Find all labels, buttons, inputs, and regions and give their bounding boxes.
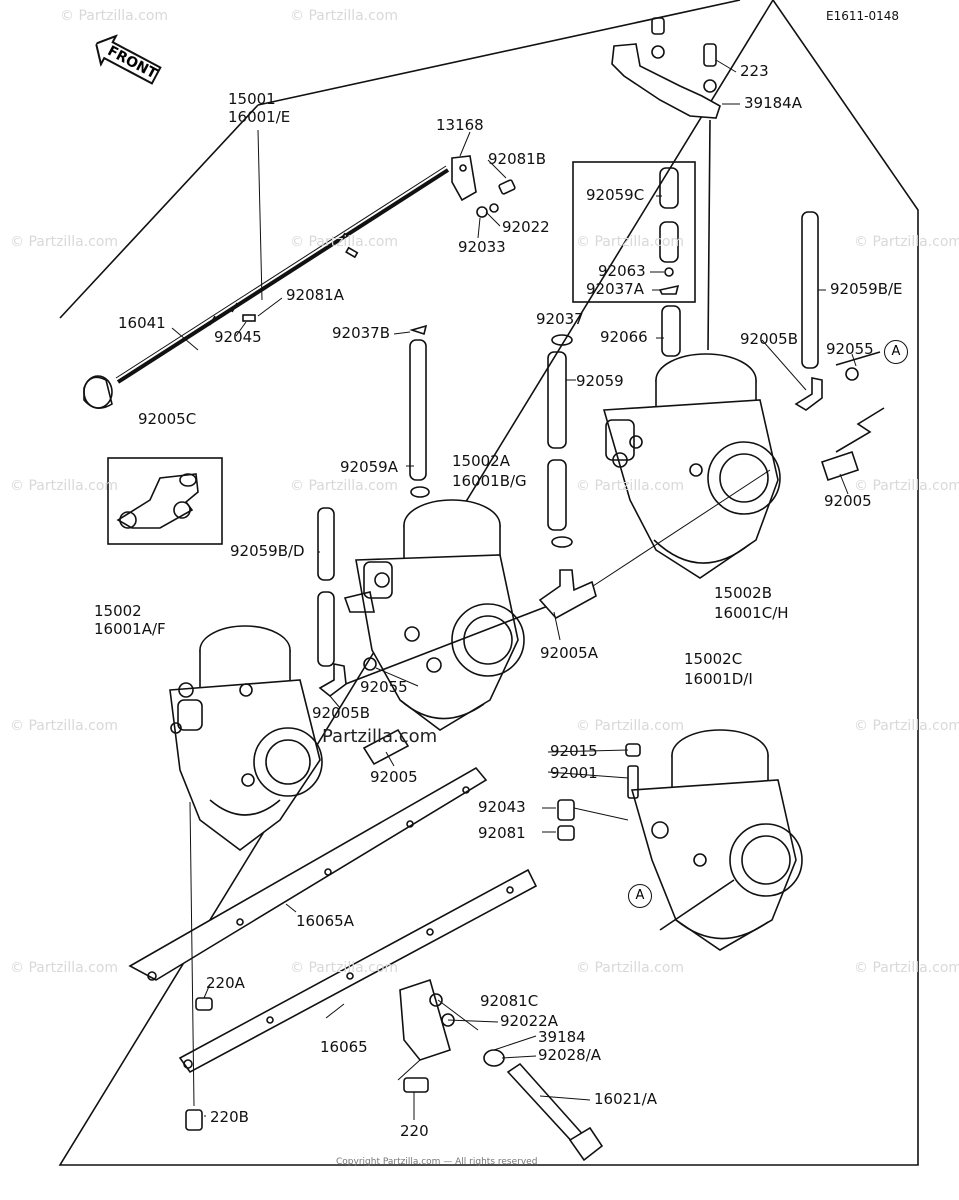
fitting-92005-left	[362, 728, 410, 766]
watermark: © Partzilla.com	[854, 234, 959, 250]
part-label: 92045	[214, 328, 262, 346]
callout-a-lower: A	[628, 884, 652, 908]
part-label: 92037	[536, 310, 584, 328]
part-label: 223	[740, 62, 769, 80]
carburetor-15002B	[602, 353, 781, 579]
inset-92059C	[572, 161, 696, 303]
part-label: 92022	[502, 218, 550, 236]
watermark: © Partzilla.com	[854, 478, 959, 494]
shaft-16001	[116, 168, 450, 384]
part-label: 92081A	[286, 286, 344, 304]
watermark: © Partzilla.com	[290, 960, 399, 976]
tube-92059A	[409, 339, 427, 481]
part-label: 92015	[550, 742, 598, 760]
part-label: 16001B/G	[452, 472, 527, 490]
part-label: 92059B/D	[230, 542, 305, 560]
fitting-92005-right	[820, 450, 860, 482]
footer-copyright: Copyright Partzilla.com — All rights res…	[336, 1157, 538, 1167]
part-label: 92005	[370, 768, 418, 786]
bracket-39184	[399, 978, 451, 1061]
part-label: 92005C	[138, 410, 197, 428]
part-label: 92005B	[740, 330, 799, 348]
part-label: 16001D/I	[684, 670, 753, 688]
part-label: 15002	[94, 602, 142, 620]
part-label: 92055	[826, 340, 874, 358]
part-label: 92081B	[488, 150, 547, 168]
watermark: © Partzilla.com	[576, 960, 685, 976]
part-label: 92059C	[586, 186, 645, 204]
part-label: 92037A	[586, 280, 644, 298]
watermark: © Partzilla.com	[854, 960, 959, 976]
part-label: 92059B/E	[830, 280, 903, 298]
tube-92066	[661, 305, 681, 357]
watermark: © Partzilla.com	[290, 478, 399, 494]
watermark: © Partzilla.com	[290, 234, 399, 250]
part-label: 220	[400, 1122, 429, 1140]
tube-92059BE	[801, 211, 819, 369]
rail-16065A	[128, 766, 488, 981]
carburetor-15002A	[343, 499, 525, 731]
part-label: 92005A	[540, 644, 598, 662]
part-label: 16001C/H	[714, 604, 789, 622]
part-label: 15002A	[452, 452, 510, 470]
part-label: 92055	[360, 678, 408, 696]
part-label: 92001	[550, 764, 598, 782]
part-label: 39184A	[744, 94, 802, 112]
part-label: 92066	[600, 328, 648, 346]
part-label: 92063	[598, 262, 646, 280]
tube-92059BD	[317, 507, 335, 581]
part-label: 15001	[228, 90, 276, 108]
bolt-16021A	[506, 1062, 588, 1148]
front-direction-arrow: FRONT	[88, 28, 167, 93]
carburetor-15002	[169, 625, 323, 851]
watermark: © Partzilla.com	[60, 8, 169, 24]
fitting-92005B-left	[318, 663, 347, 698]
watermark: © Partzilla.com	[576, 478, 685, 494]
bracket-39184A	[611, 43, 721, 119]
watermark: © Partzilla.com	[10, 234, 119, 250]
part-label: 16001/E	[228, 108, 291, 126]
callout-a-upper: A	[884, 340, 908, 364]
watermark: © Partzilla.com	[290, 8, 399, 24]
part-label: 92005	[824, 492, 872, 510]
part-label: 15002C	[684, 650, 743, 668]
carburetor-15002C	[630, 729, 803, 951]
tube-92059	[547, 351, 567, 449]
watermark: © Partzilla.com	[10, 718, 119, 734]
part-label: 16001A/F	[94, 620, 166, 638]
part-label: 92033	[458, 238, 506, 256]
part-label: 92043	[478, 798, 526, 816]
part-label: 16065	[320, 1038, 368, 1056]
part-label: 15002B	[714, 584, 773, 602]
part-label: 92081C	[480, 992, 539, 1010]
watermark: © Partzilla.com	[576, 718, 685, 734]
part-label: 220B	[210, 1108, 249, 1126]
part-label: 16041	[118, 314, 166, 332]
part-label: 92037B	[332, 324, 391, 342]
diagram-code: E1611-0148	[826, 9, 899, 23]
part-label: 92059A	[340, 458, 398, 476]
part-label: 92059	[576, 372, 624, 390]
part-label: 92081	[478, 824, 526, 842]
part-label: 92022A	[500, 1012, 558, 1030]
lever-13168	[451, 155, 477, 202]
part-label: 92005B	[312, 704, 371, 722]
part-label: 13168	[436, 116, 484, 134]
inset-92005C	[107, 457, 223, 545]
watermark: © Partzilla.com	[576, 234, 685, 250]
center-watermark: Partzilla.com	[322, 726, 438, 747]
watermark: © Partzilla.com	[10, 478, 119, 494]
part-label: 16065A	[296, 912, 354, 930]
fitting-92005B-right	[794, 377, 823, 411]
fitting-92005A	[538, 569, 597, 620]
part-label: 39184	[538, 1028, 586, 1046]
watermark: © Partzilla.com	[10, 960, 119, 976]
part-label: 220A	[206, 974, 245, 992]
part-label: 92028/A	[538, 1046, 602, 1064]
part-label: 16021/A	[594, 1090, 658, 1108]
watermark: © Partzilla.com	[854, 718, 959, 734]
